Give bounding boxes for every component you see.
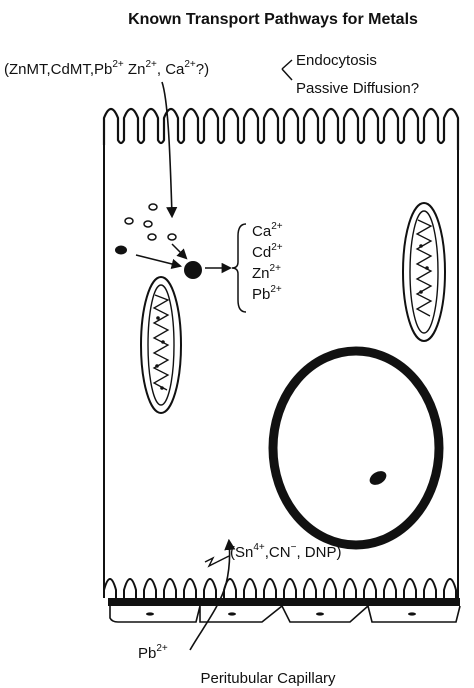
mitochondrion-right — [403, 203, 445, 341]
diagram-title: Known Transport Pathways for Metals — [128, 11, 418, 28]
vesicle — [168, 234, 176, 240]
metal-brace — [232, 224, 246, 312]
inhibitors-label: (Sn4+,CN−, DNP) — [230, 542, 341, 561]
inhibition-zigzag — [205, 558, 217, 566]
endothelial-nucleus — [228, 612, 236, 615]
nucleolus — [367, 468, 389, 487]
basal-infoldings — [104, 579, 456, 598]
endothelial-nucleus — [146, 612, 154, 615]
inhibition-line — [217, 556, 229, 562]
dense-body-arrow — [136, 255, 180, 266]
dense-body — [115, 246, 127, 255]
lysosome — [184, 261, 202, 279]
capillary-label: Peritubular Capillary — [200, 670, 336, 687]
pathway-endocytosis-label: Endocytosis — [296, 52, 377, 69]
endothelial-nucleus — [316, 612, 324, 615]
vesicle — [144, 221, 152, 227]
capillary-endothelium — [110, 606, 460, 622]
vesicle — [149, 204, 157, 210]
endocytosis-arrow — [162, 82, 172, 216]
basement-membrane — [108, 598, 460, 606]
apical-substances-label: (ZnMT,CdMT,Pb2+ Zn2+, Ca2+?) — [4, 59, 209, 78]
metal-ion-label: Cd2+ — [252, 242, 283, 261]
pb-uptake-label: Pb2+ — [138, 643, 168, 662]
mitochondrion-left — [141, 277, 181, 413]
brush-border-microvilli — [104, 109, 458, 150]
vesicle — [125, 218, 133, 224]
vesicle-fusion-arrow — [172, 244, 186, 258]
endothelial-nucleus — [408, 612, 416, 615]
metal-ion-label: Pb2+ — [252, 284, 282, 303]
pathway-passive-diffusion-label: Passive Diffusion? — [296, 80, 419, 97]
metal-ion-label: Ca2+ — [252, 221, 283, 240]
nucleus — [273, 351, 439, 545]
pathway-bracket — [282, 60, 292, 80]
vesicle — [148, 234, 156, 240]
metal-ion-label: Zn2+ — [252, 263, 281, 282]
